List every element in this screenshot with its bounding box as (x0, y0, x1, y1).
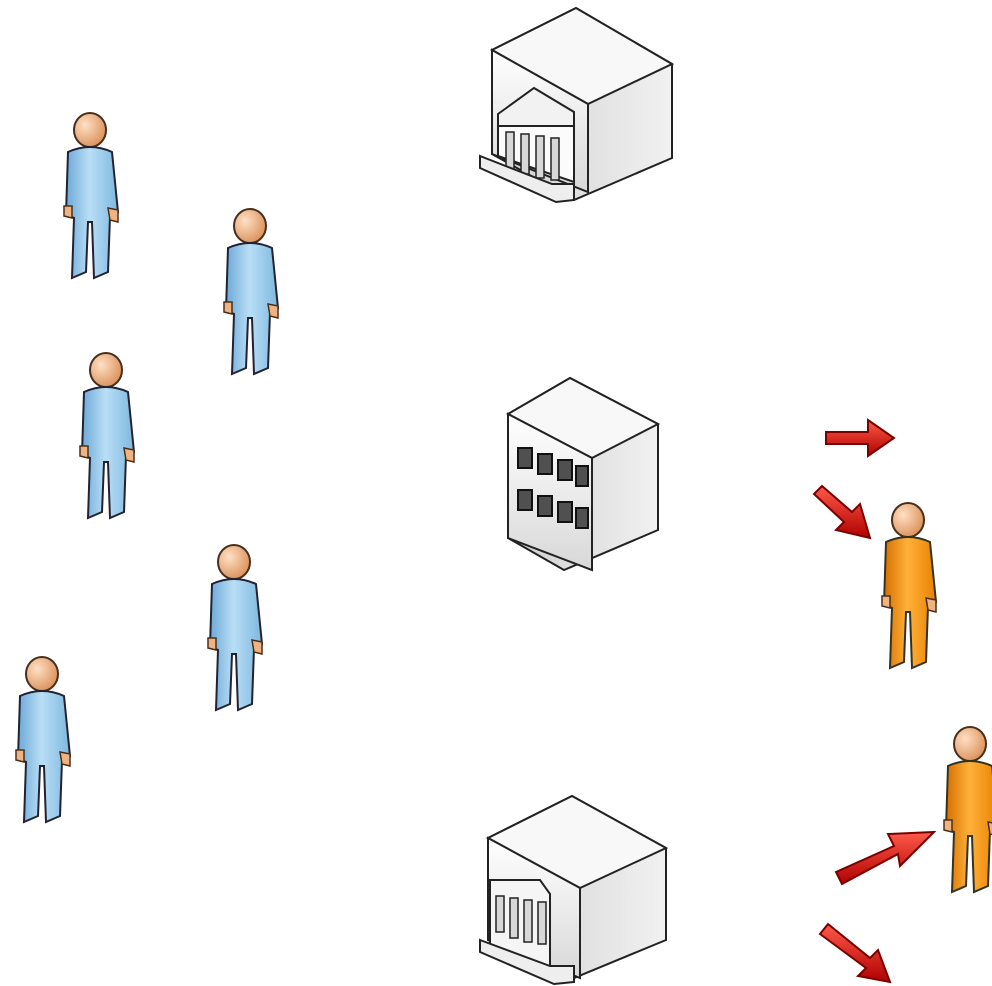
office-building-icon (505, 376, 661, 572)
up-right-arrow-icon (834, 830, 937, 886)
right-arrow-icon (825, 418, 896, 458)
arrow-1 (825, 418, 896, 458)
person-orange-2 (943, 726, 992, 894)
person-icon (207, 544, 264, 712)
person-blue-2 (223, 208, 280, 376)
bank-building-icon (479, 6, 675, 204)
bank-building-icon (479, 794, 669, 986)
person-icon (79, 352, 136, 520)
person-icon (223, 208, 280, 376)
person-icon (881, 502, 938, 670)
arrow-2 (812, 484, 872, 540)
person-blue-5 (15, 656, 72, 824)
down-right-arrow-icon (812, 484, 872, 540)
arrow-3 (834, 830, 937, 886)
building-top (479, 6, 675, 204)
arrow-4 (818, 922, 892, 984)
person-icon (15, 656, 72, 824)
building-bottom (479, 794, 669, 986)
person-orange-1 (881, 502, 938, 670)
person-blue-1 (63, 112, 120, 280)
person-icon (63, 112, 120, 280)
person-blue-4 (207, 544, 264, 712)
person-icon (943, 726, 992, 894)
down-right-arrow-icon (818, 922, 892, 984)
building-middle (505, 376, 661, 572)
person-blue-3 (79, 352, 136, 520)
